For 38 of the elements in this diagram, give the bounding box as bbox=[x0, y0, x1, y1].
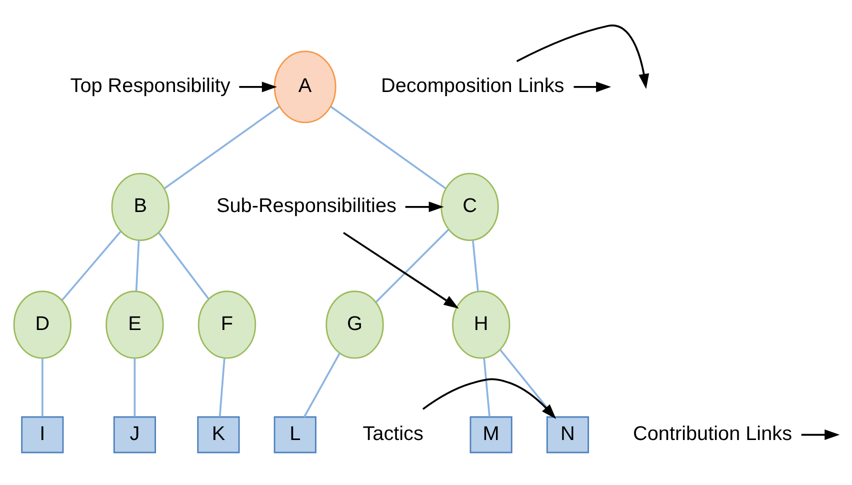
connector bbox=[330, 106, 446, 190]
arrow bbox=[801, 429, 840, 440]
node-ellipse: B bbox=[111, 172, 170, 241]
arrow bbox=[422, 378, 556, 419]
arrow bbox=[405, 202, 444, 212]
node-text: Top Responsibility bbox=[70, 75, 230, 98]
node-ellipse: A bbox=[274, 50, 336, 124]
arrow bbox=[516, 24, 650, 89]
node-box: M bbox=[470, 416, 512, 454]
connector bbox=[375, 228, 450, 303]
connector bbox=[62, 231, 122, 301]
arrow bbox=[343, 232, 459, 309]
node-text: Decomposition Links bbox=[380, 75, 564, 98]
connector bbox=[135, 240, 140, 292]
arrow bbox=[574, 82, 612, 92]
node-box: J bbox=[113, 416, 156, 454]
node-box: L bbox=[274, 416, 316, 454]
connector bbox=[134, 358, 136, 417]
node-ellipse: E bbox=[106, 290, 164, 359]
connector bbox=[218, 358, 226, 417]
node-ellipse: G bbox=[326, 290, 384, 359]
node-text: Contribution Links bbox=[633, 423, 792, 446]
node-ellipse: C bbox=[440, 172, 499, 241]
connector bbox=[42, 358, 44, 417]
connector bbox=[303, 352, 341, 418]
node-ellipse: F bbox=[198, 290, 256, 359]
node-text: Tactics bbox=[362, 423, 424, 446]
connector bbox=[158, 232, 210, 300]
node-ellipse: D bbox=[13, 290, 72, 359]
connector bbox=[164, 106, 280, 190]
node-text: Sub-Responsibilities bbox=[216, 195, 396, 218]
node-ellipse: H bbox=[452, 290, 510, 359]
node-box: I bbox=[21, 416, 64, 454]
connector bbox=[472, 240, 479, 292]
node-box: N bbox=[546, 416, 590, 454]
arrow bbox=[239, 82, 277, 92]
node-box: K bbox=[197, 416, 240, 454]
connector bbox=[483, 358, 490, 417]
